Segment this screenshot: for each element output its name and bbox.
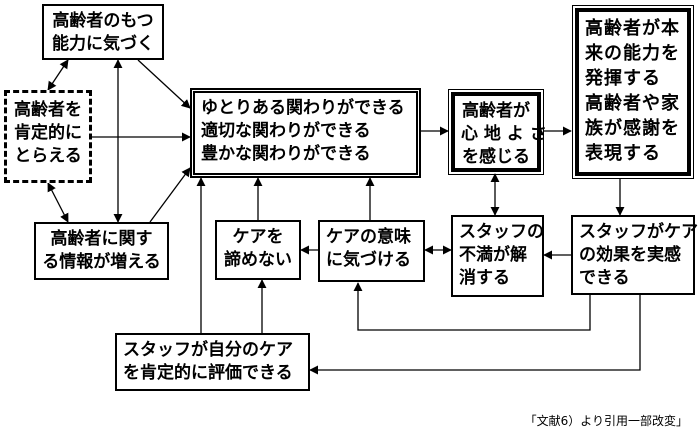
arrow-ability-affirm: [47, 59, 69, 91]
arrow-effect-meaning: [353, 282, 591, 331]
arrow-affirm-info: [47, 182, 69, 223]
arrow-ability-care: [137, 59, 191, 109]
node-notice-ability: 高齢者のもつ 能力に気づく: [42, 4, 164, 60]
source-caption: 「文献6）より引用一部改変」: [524, 414, 688, 428]
node-affirm-elderly: 高齢者を 肯定的に とらえる: [4, 90, 92, 183]
node-ability-shown: 高齢者が本 来の能力を 発揮する 高齢者や家 族が感謝を 表現する: [572, 5, 694, 179]
node-notice-meaning: ケアの意味 に気づける: [318, 220, 425, 282]
node-comfort: 高齢者が 心 地 よ さ を感じる: [448, 89, 547, 175]
arrow-info-care: [149, 167, 191, 223]
node-self-evaluation: スタッフが自分のケア を肯定的に評価できる: [115, 333, 310, 391]
node-relaxed-care: ゆとりある関わりができる 適切な関わりができる 豊かな関わりができる: [190, 88, 421, 178]
node-more-info: 高齢者に関す る情報が増える: [34, 222, 169, 280]
node-feel-effect: スタッフがケア の効果を実感 できる: [571, 215, 698, 295]
arrow-effect-eval: [309, 295, 641, 375]
node-dissatisfaction: スタッフの 不満が解 消する: [451, 215, 544, 297]
node-not-give-up: ケアを 諦めない: [215, 220, 301, 280]
